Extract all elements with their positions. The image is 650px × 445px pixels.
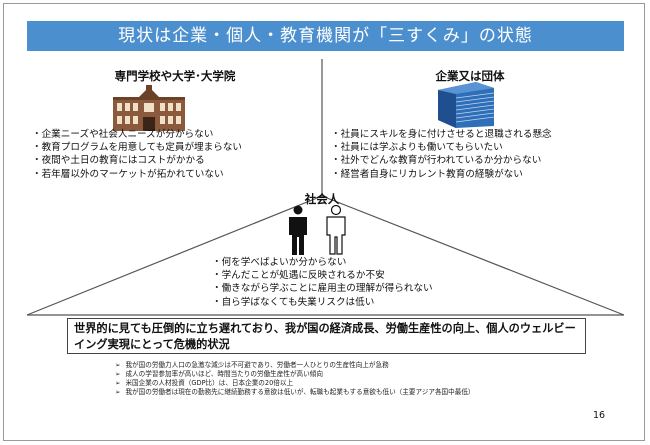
- list-item: 社員にスキルを身に付けさせると退職される懸念: [331, 128, 552, 141]
- left-heading: 専門学校や大学･大学院: [114, 69, 236, 83]
- list-item: 社外でどんな教育が行われているか分からない: [331, 154, 552, 167]
- list-item: 我が国の労働力人口の急激な減少は不可避であり、労働者一人ひとりの生産性向上が急務: [115, 361, 475, 370]
- page-number: 16: [593, 410, 606, 421]
- right-heading: 企業又は団体: [435, 69, 505, 83]
- list-item: 成人の学習参加率が高いほど、時間当たりの労働生産性が高い傾向: [115, 370, 475, 379]
- people-icon: [289, 205, 346, 255]
- list-item: 働きながら学ぶことに雇用主の理解が得られない: [212, 282, 433, 295]
- list-item: 若年層以外のマーケットが拓かれていない: [32, 168, 242, 181]
- left-issue-list: 企業ニーズや社会人ニーズが分からない 教育プログラムを用意しても定員が埋まらない…: [32, 128, 242, 181]
- notes-list: 我が国の労働力人口の急激な減少は不可避であり、労働者一人ひとりの生産性向上が急務…: [115, 361, 475, 397]
- office-building-icon: [438, 82, 495, 128]
- list-item: 企業ニーズや社会人ニーズが分からない: [32, 128, 242, 141]
- center-issue-list: 何を学べばよいか分からない 学んだことが処遇に反映されるか不安 働きながら学ぶこ…: [212, 256, 433, 309]
- list-item: 社員には学ぶよりも働いてもらいたい: [331, 141, 552, 154]
- list-item: 学んだことが処遇に反映されるか不安: [212, 269, 433, 282]
- university-building-icon: [113, 85, 185, 131]
- right-issue-list: 社員にスキルを身に付けさせると退職される懸念 社員には学ぶよりも働いてもらいたい…: [331, 128, 552, 181]
- list-item: 何を学べばよいか分からない: [212, 256, 433, 269]
- list-item: 夜間や土日の教育にはコストがかかる: [32, 154, 242, 167]
- list-item: 教育プログラムを用意しても定員が埋まらない: [32, 141, 242, 154]
- slide-title: 現状は企業・個人・教育機関が「三すくみ」の状態: [27, 21, 624, 51]
- list-item: 自ら学ばなくても失業リスクは低い: [212, 296, 433, 309]
- center-heading: 社会人: [304, 192, 340, 206]
- conclusion-box: 世界的に見ても圧倒的に立ち遅れており、我が国の経済成長、労働生産性の向上、個人の…: [67, 318, 586, 354]
- list-item: 経営者自身にリカレント教育の経験がない: [331, 168, 552, 181]
- list-item: 米国企業の人材投資（GDP比）は、日本企業の20倍以上: [115, 379, 475, 388]
- list-item: 我が国の労働者は現在の勤務先に継続勤務する意欲は低いが、転職も起業もする意欲も低…: [115, 388, 474, 397]
